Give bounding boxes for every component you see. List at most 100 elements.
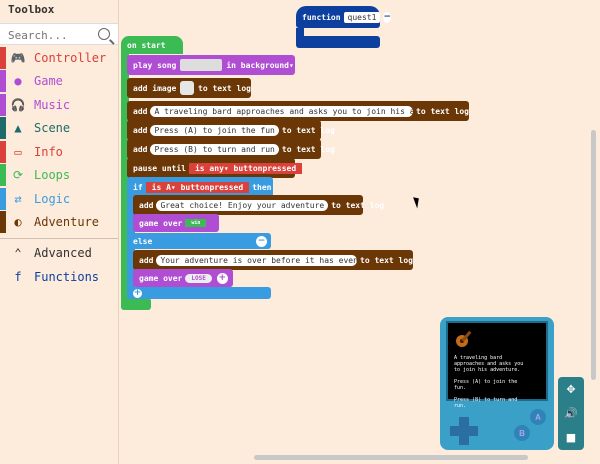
to-text-log-label: to text log xyxy=(360,255,413,265)
b-button[interactable]: B xyxy=(514,425,530,441)
category-controller[interactable]: 🎮 Controller xyxy=(0,47,118,69)
simulator-text-line: Press (B) to turn and xyxy=(454,397,518,403)
function-block[interactable]: function quest1 − xyxy=(296,6,391,28)
game-over-lose-block[interactable]: game over LOSE + xyxy=(133,269,233,287)
to-text-log-label: to text log xyxy=(281,144,335,154)
tree-icon: ▲ xyxy=(14,121,22,135)
win-toggle[interactable]: win xyxy=(185,219,207,227)
headphones-icon: 🎧 xyxy=(10,98,26,112)
category-label: Controller xyxy=(34,51,107,65)
toolbox: Toolbox 🎮 Controller ●Game 🎧 Music ▲ Scene ▭Inf… xyxy=(0,0,119,464)
simulator-text-line: to join his adventure. xyxy=(454,367,521,373)
stop-icon[interactable]: ■ xyxy=(565,430,577,444)
search-input[interactable] xyxy=(0,25,98,46)
simulator-text-line: fun. xyxy=(454,385,467,391)
add-label: add xyxy=(133,144,148,154)
category-label: Advanced xyxy=(34,246,92,260)
search-box xyxy=(0,23,118,46)
add-text-block-3[interactable]: add Press (B) to turn and run to text lo… xyxy=(127,139,335,159)
play-song-block[interactable]: play song in background ▾ xyxy=(127,55,295,75)
function-keyword: function xyxy=(302,12,341,22)
toolbox-title: Toolbox xyxy=(8,3,55,16)
add-text-block-choice[interactable]: add Great choice! Enjoy your adventure t… xyxy=(133,195,384,215)
to-text-log-label: to text log xyxy=(416,106,469,116)
if-block[interactable]: if is A▾ buttonpressed then xyxy=(127,177,273,197)
add-label: add xyxy=(133,106,148,116)
dpad[interactable] xyxy=(450,417,478,445)
text-field-choice[interactable]: Great choice! Enjoy your adventure xyxy=(156,199,329,211)
dropdown-icon[interactable]: ▾ xyxy=(170,182,176,192)
workspace[interactable]: function quest1 − on start play song in … xyxy=(119,0,600,464)
play-song-label: play song xyxy=(133,60,177,70)
is-any-button-block[interactable]: is any▾ buttonpressed xyxy=(188,162,303,174)
on-start-block[interactable]: on start xyxy=(121,36,183,54)
is-a-label: is A xyxy=(151,182,171,192)
collapse-icon[interactable]: − xyxy=(383,11,391,23)
dropdown-icon[interactable]: ▾ xyxy=(288,60,294,70)
is-a-button-block[interactable]: is A▾ buttonpressed xyxy=(145,181,250,193)
simulator-text-line: Press (A) to join the xyxy=(454,379,518,385)
add-label: add xyxy=(139,200,154,210)
category-label: Music xyxy=(34,98,71,112)
category-music[interactable]: 🎧 Music xyxy=(0,94,118,116)
fullscreen-icon[interactable]: ✥ xyxy=(566,382,576,396)
function-name-field[interactable]: quest1 xyxy=(343,11,381,23)
pause-until-block[interactable]: pause until is any▾ buttonpressed xyxy=(127,158,303,178)
vertical-scrollbar[interactable] xyxy=(591,130,596,380)
sound-icon[interactable]: 🔊 xyxy=(564,406,578,420)
if-footer[interactable]: + xyxy=(127,287,271,299)
category-label: Scene xyxy=(34,121,71,135)
circle-icon: ● xyxy=(14,74,22,88)
then-label: then xyxy=(252,182,272,192)
category-info[interactable]: ▭Info xyxy=(0,141,118,163)
category-logic[interactable]: ⇄Logic xyxy=(0,188,118,210)
category-game[interactable]: ●Game xyxy=(0,70,118,92)
horizontal-scrollbar[interactable] xyxy=(254,455,528,460)
else-label: else xyxy=(133,236,153,246)
category-label: Logic xyxy=(34,192,71,206)
gamepad-icon: 🎮 xyxy=(10,51,26,65)
text-field-3[interactable]: Press (B) to turn and run xyxy=(150,143,279,155)
function-body xyxy=(296,28,304,42)
simulator-controls: ✥ 🔊 ■ xyxy=(558,377,584,450)
remove-else-icon[interactable]: − xyxy=(256,235,267,247)
if-label: if xyxy=(133,182,143,192)
category-label: Info xyxy=(34,145,63,159)
add-param-icon[interactable]: + xyxy=(216,272,228,284)
on-start-spine xyxy=(121,52,129,308)
loop-icon: ⟳ xyxy=(12,168,24,182)
add-text-block-1[interactable]: add A traveling bard approaches and asks… xyxy=(127,101,469,121)
function-icon: f xyxy=(14,270,22,284)
add-image-block[interactable]: add image to text log xyxy=(127,78,251,98)
dropdown-icon[interactable]: ▾ xyxy=(223,163,229,173)
text-field-1[interactable]: A traveling bard approaches and asks you… xyxy=(150,105,414,117)
search-icon[interactable] xyxy=(98,28,110,40)
simulator-text-line: A traveling bard xyxy=(454,355,503,361)
a-button[interactable]: A xyxy=(530,409,546,425)
category-label: Adventure xyxy=(34,215,100,229)
category-divider xyxy=(0,238,118,239)
text-field-2[interactable]: Press (A) to join the fun xyxy=(150,124,279,136)
to-text-log-label: to text log xyxy=(198,83,251,93)
category-advanced[interactable]: ⌃Advanced xyxy=(0,242,118,264)
button-pressed-label: buttonpressed xyxy=(180,182,244,192)
add-text-block-2[interactable]: add Press (A) to join the fun to text lo… xyxy=(127,120,335,140)
lose-toggle[interactable]: LOSE xyxy=(185,273,212,283)
guitar-image-icon[interactable] xyxy=(180,81,195,95)
game-over-win-block[interactable]: game over win xyxy=(133,214,219,232)
function-footer xyxy=(296,36,380,48)
category-loops[interactable]: ⟳Loops xyxy=(0,164,118,186)
add-else-icon[interactable]: + xyxy=(133,288,142,298)
category-scene[interactable]: ▲ Scene xyxy=(0,117,118,139)
song-editor-field[interactable] xyxy=(180,59,223,71)
add-text-block-over[interactable]: add Your adventure is over before it has… xyxy=(133,250,413,270)
text-field-over[interactable]: Your adventure is over before it has eve… xyxy=(156,254,358,266)
add-label: add xyxy=(139,255,154,265)
category-adventure[interactable]: ◐Adventure xyxy=(0,211,118,233)
is-any-label: is any xyxy=(194,163,224,173)
button-pressed-label: buttonpressed xyxy=(233,163,297,173)
